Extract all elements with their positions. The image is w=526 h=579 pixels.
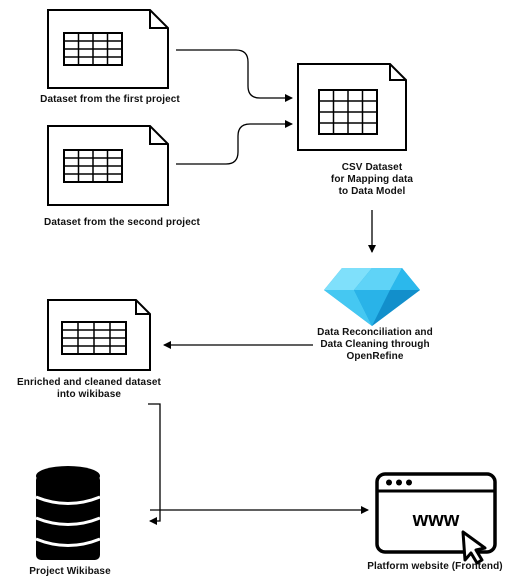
- browser-www-icon: www: [375, 472, 497, 565]
- dataset-first-label: Dataset from the first project: [40, 94, 180, 105]
- enriched-dataset-document-icon: [47, 299, 151, 371]
- arrow-second-to-csv: [176, 120, 293, 165]
- csv-dataset-label: CSV Dataset for Mapping data to Data Mod…: [330, 162, 414, 197]
- dataset-first-document-icon: [47, 9, 169, 89]
- arrow-enriched-to-wikibase: [148, 403, 161, 525]
- project-wikibase-label: Project Wikibase: [29, 566, 111, 577]
- enriched-dataset-label: Enriched and cleaned dataset into wikiba…: [17, 377, 161, 400]
- browser-www-text: www: [412, 509, 460, 531]
- openrefine-diamond-icon: [324, 268, 420, 326]
- dataset-second-document-icon: [47, 125, 169, 206]
- dataset-second-label: Dataset from the second project: [44, 217, 200, 228]
- database-icon: [35, 466, 101, 560]
- connectors: [148, 49, 376, 525]
- platform-website-label: Platform website (Frontend): [367, 561, 503, 572]
- openrefine-label: Data Reconciliation and Data Cleaning th…: [317, 327, 433, 362]
- arrow-first-to-csv: [176, 49, 293, 102]
- csv-dataset-document-icon: [297, 63, 407, 151]
